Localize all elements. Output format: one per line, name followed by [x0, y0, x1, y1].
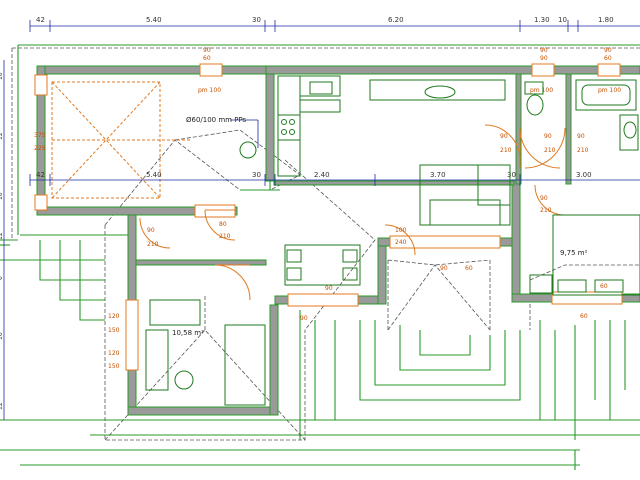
window-label-1: 60 — [203, 55, 211, 62]
door-arc — [519, 127, 561, 169]
door-h-3: 210 — [219, 233, 231, 240]
stove — [277, 114, 301, 141]
dim-left-2: 10 — [0, 192, 4, 200]
door-arc — [524, 127, 566, 169]
chair — [174, 370, 194, 390]
skylight — [51, 81, 190, 199]
dim-top-1: 5.40 — [146, 16, 162, 24]
pm-label-1: pm 100 — [530, 87, 553, 94]
dim-left-5: 10 — [0, 332, 4, 340]
door-arc — [204, 209, 236, 241]
dim-top-6: 1.80 — [598, 16, 614, 24]
door-arc — [484, 124, 521, 161]
skylight-w: 375 — [34, 132, 46, 139]
window-label-7: 90 — [325, 285, 333, 292]
win-w-6: 120 — [108, 350, 120, 357]
dim-mid-5: 30 — [507, 171, 516, 179]
skylight-labels: 375 225 — [34, 132, 46, 152]
dim-mid-2: 30 — [252, 171, 261, 179]
dim-mid-3: 2.40 — [314, 171, 330, 179]
sink — [309, 81, 333, 95]
dining-table — [284, 244, 361, 286]
dim-top-2: 30 — [252, 16, 261, 24]
sink-counter — [299, 75, 341, 97]
door-h-7: 240 — [395, 239, 407, 246]
door-w-7: 100 — [395, 227, 407, 234]
door-arc — [384, 224, 416, 256]
pm-labels: pm 100 pm 100 pm 100 — [198, 87, 621, 94]
room-area-right: 9,75 m² — [560, 249, 588, 257]
dim-left-1: 12 — [0, 132, 4, 140]
door-h-0: 210 — [500, 147, 512, 154]
window-label-10: 60 — [580, 313, 588, 320]
window-label-6: 90 — [300, 315, 308, 322]
dim-top-3: 6.20 — [388, 16, 404, 24]
mid-dimension-texts: 42 5.40 30 2.40 3.70 30 3.00 — [36, 171, 592, 179]
door-w-3: 80 — [219, 221, 227, 228]
room-areas: 10,58 m² 9,75 m² — [172, 249, 588, 337]
dim-mid-4: 3.70 — [430, 171, 446, 179]
bathtub — [575, 79, 637, 111]
wardrobe — [369, 79, 506, 101]
flue-label: Ø60/100 mm PPs — [186, 116, 247, 124]
window-label-5: 60 — [604, 55, 612, 62]
dim-top-4: 1.30 — [534, 16, 550, 24]
cabinet — [224, 324, 266, 406]
roof-hips — [104, 129, 640, 441]
door-h-1: 210 — [544, 147, 556, 154]
win-h-6: 150 — [108, 363, 120, 370]
window-label-9: 60 — [465, 265, 473, 272]
doors — [139, 124, 566, 301]
window-label-3: 90 — [540, 55, 548, 62]
dim-top-0: 42 — [36, 16, 45, 24]
dim-left-0: 10 — [0, 72, 4, 80]
desk — [145, 329, 169, 391]
window-label-8: 90 — [440, 265, 448, 272]
sink-bath — [619, 114, 639, 151]
dim-top-5: 10 — [558, 16, 567, 24]
dim-mid-6: 3.00 — [576, 171, 592, 179]
skylight-h: 225 — [34, 145, 46, 152]
dim-mid-0: 42 — [36, 171, 45, 179]
door-arc — [139, 217, 171, 249]
bed — [552, 214, 640, 296]
door-h-4: 210 — [147, 241, 159, 248]
door-w-4: 90 — [147, 227, 155, 234]
windows — [34, 63, 623, 371]
window-label-11: 60 — [600, 283, 608, 290]
door-w-1: 90 — [544, 133, 552, 140]
pm-label-0: pm 100 — [198, 87, 221, 94]
roof-lines — [0, 44, 640, 470]
door-w-0: 90 — [500, 133, 508, 140]
dim-left-3: 12 — [0, 232, 4, 240]
window-label-4: 90 — [604, 47, 612, 54]
dim-mid-1: 5.40 — [146, 171, 162, 179]
room-area-left: 10,58 m² — [172, 329, 204, 337]
win-w-5: 120 — [108, 313, 120, 320]
door-h-8: 210 — [540, 207, 552, 214]
flue: Ø60/100 mm PPs — [186, 116, 257, 159]
door-arc — [214, 264, 251, 301]
dim-left-4: 0 — [0, 276, 4, 280]
dim-left-6: 12 — [0, 402, 4, 410]
door-w-8: 90 — [540, 195, 548, 202]
left-dimension-texts: 10 12 10 12 0 10 12 — [0, 72, 4, 410]
window-label-2: 90 — [540, 47, 548, 54]
win-h-5: 150 — [108, 327, 120, 334]
dimension-lines — [3, 20, 640, 420]
window-labels: 90 60 90 90 90 60 90 90 90 60 60 60 — [203, 47, 612, 322]
pm-label-2: pm 100 — [598, 87, 621, 94]
door-labels: 90 210 90 210 90 210 80 210 90 210 120 1… — [108, 133, 589, 370]
flue-icon — [239, 141, 257, 159]
furniture — [145, 75, 640, 406]
window-label-0: 90 — [203, 47, 211, 54]
toilet — [526, 94, 544, 116]
door-h-2: 210 — [577, 147, 589, 154]
top-dimension-texts: 42 5.40 30 6.20 1.30 10 1.80 — [36, 16, 614, 24]
door-w-2: 90 — [577, 133, 585, 140]
roof-outline — [11, 47, 640, 441]
